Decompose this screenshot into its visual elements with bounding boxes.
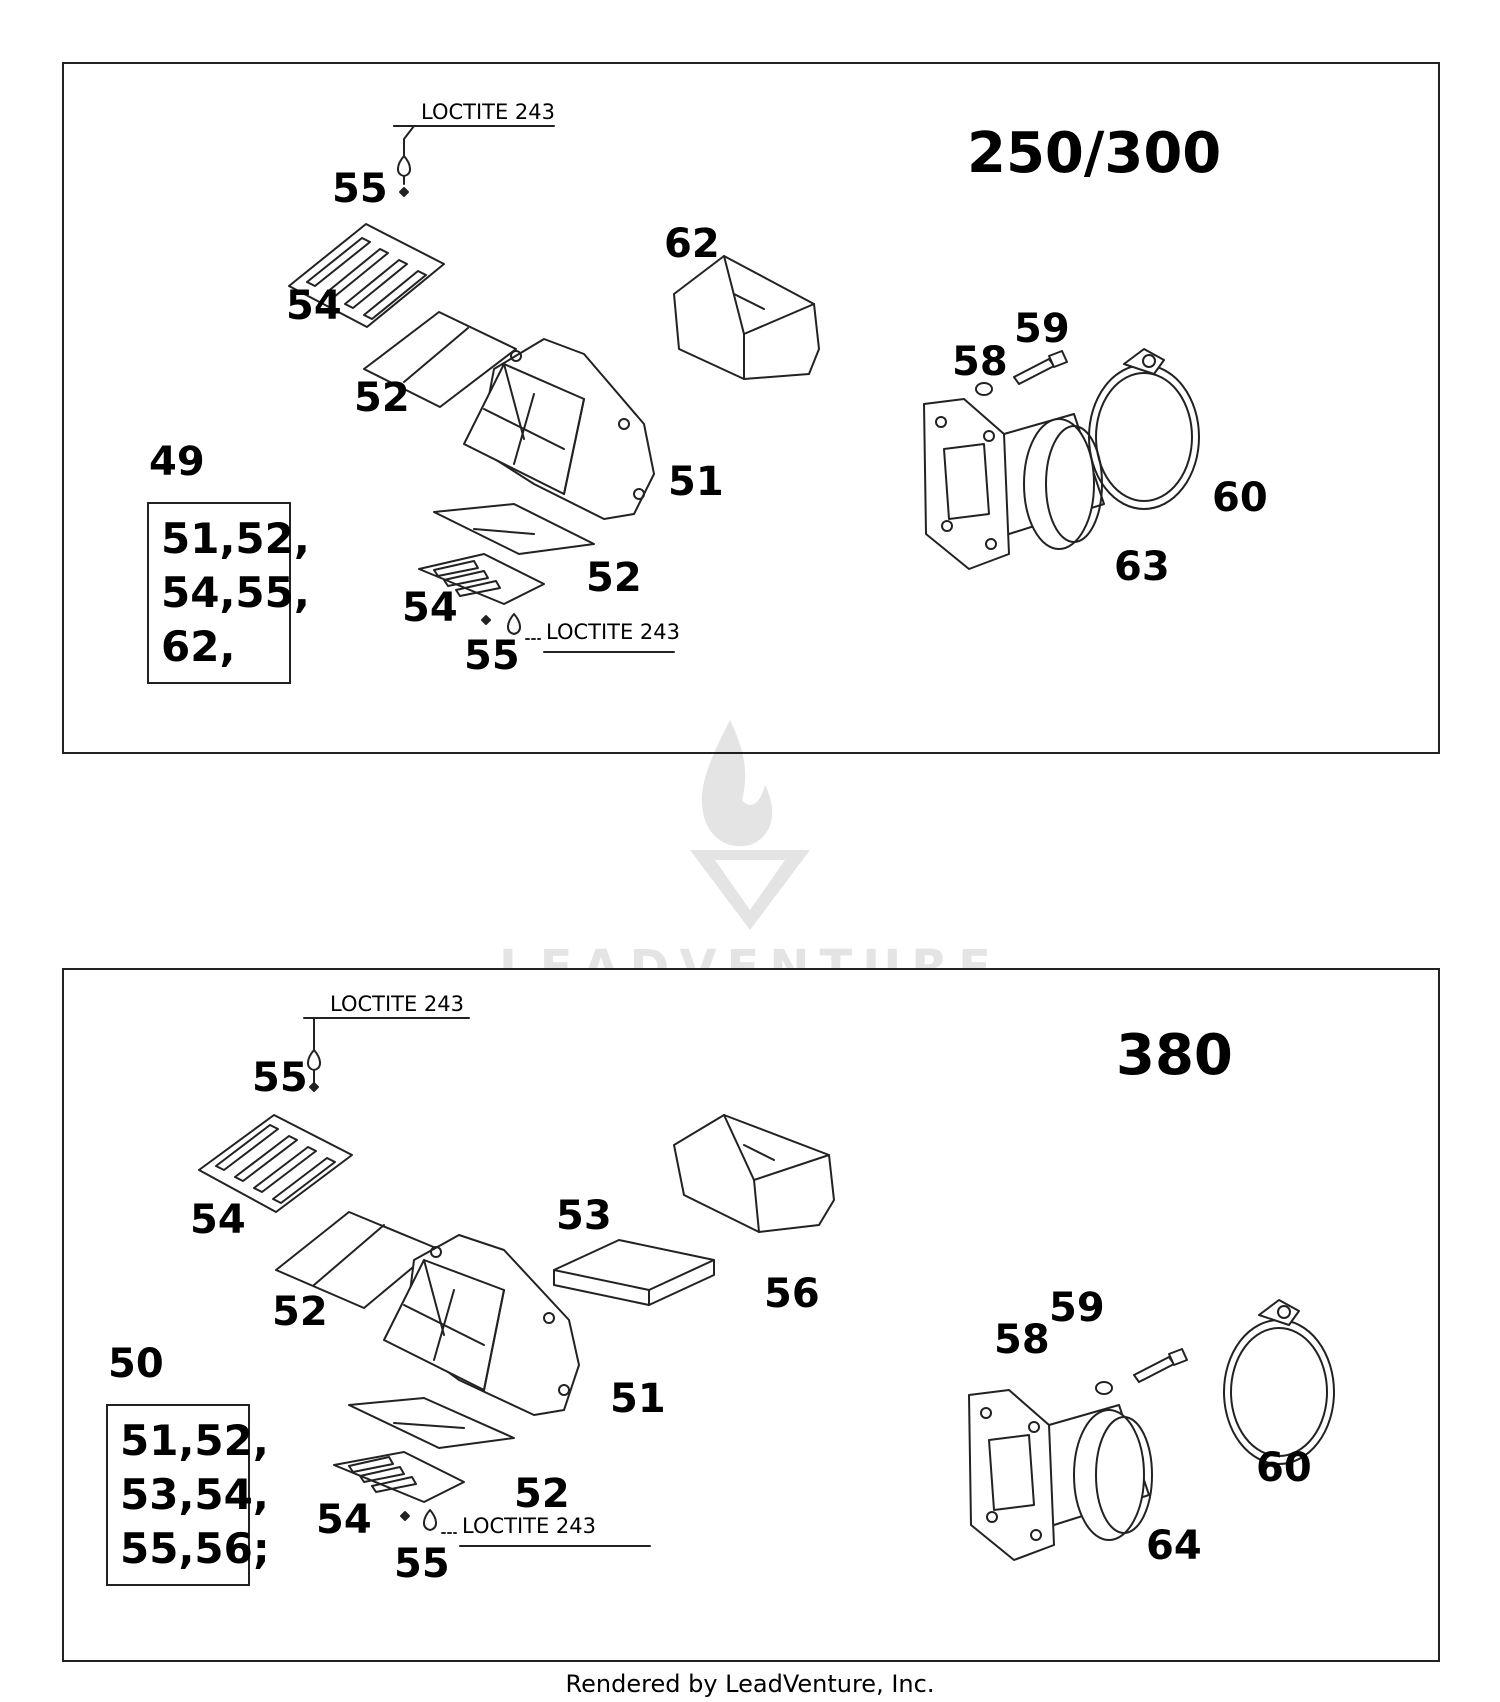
rendered-by-footer: Rendered by LeadVenture, Inc. — [565, 1670, 935, 1698]
intake-flange — [923, 398, 1105, 570]
kit-contents-box-49: 51,52, 54,55, 62, — [147, 502, 310, 684]
reed-petal-lower — [348, 1397, 515, 1449]
reed-spacer — [553, 1239, 715, 1306]
reed-plate-upper — [198, 1114, 353, 1213]
loctite-callout-upper — [393, 125, 555, 197]
hose-clamp — [1223, 1299, 1335, 1465]
part-label-screw-upper: 55 — [332, 166, 388, 212]
part-label-cover: 62 — [664, 221, 720, 267]
reed-petal-lower — [433, 503, 595, 555]
part-label-washer: 58 — [994, 1317, 1050, 1363]
part-label-reed-plate-upper: 54 — [190, 1197, 246, 1243]
part-label-screw-upper: 55 — [252, 1055, 308, 1101]
part-label-bolt: 59 — [1049, 1285, 1105, 1331]
kit-line: 54,55, — [161, 568, 310, 617]
part-label-body: 51 — [610, 1376, 666, 1422]
part-label-petal-upper: 52 — [354, 375, 410, 421]
reed-plate-lower — [418, 553, 545, 605]
part-label-cover: 56 — [764, 1271, 820, 1317]
part-label-screw-lower: 55 — [464, 633, 520, 679]
kit-line: 62, — [161, 622, 236, 671]
part-label-bolt: 59 — [1014, 306, 1070, 352]
hose-clamp — [1088, 348, 1200, 510]
part-label-reed-plate-lower: 54 — [402, 585, 458, 631]
washer-bolt — [1095, 1348, 1188, 1395]
part-label-washer: 58 — [952, 339, 1008, 385]
kit-line: 55,56; — [120, 1524, 270, 1573]
reed-cover — [673, 255, 820, 380]
part-label-petal-upper: 52 — [272, 1289, 328, 1335]
kit-contents-box-50: 51,52, 53,54, 55,56; — [106, 1404, 270, 1586]
loctite-note-upper: LOCTITE 243 — [330, 992, 465, 1016]
kit-line: 53,54, — [120, 1470, 269, 1519]
diagram-panel-380: LOCTITE 243 LOCTITE 243 380 55 54 52 53 … — [62, 968, 1440, 1662]
reed-plate-upper — [288, 223, 445, 328]
kit-line: 51,52, — [120, 1416, 269, 1465]
parts-drawing-380 — [198, 1017, 1335, 1561]
part-label-reed-plate-upper: 54 — [286, 283, 342, 329]
diagram-panel-250-300: LOCTITE 243 LOCTITE 243 250/300 55 54 52… — [62, 62, 1440, 754]
loctite-callout-lower — [400, 1509, 651, 1547]
part-label-flange: 64 — [1146, 1523, 1202, 1569]
kit-number-50: 50 — [108, 1341, 164, 1387]
parts-drawing-250-300 — [288, 125, 1200, 653]
part-label-flange: 63 — [1114, 544, 1170, 590]
part-label-clamp: 60 — [1212, 475, 1268, 521]
model-title-380: 380 — [1116, 1023, 1233, 1088]
part-label-petal-lower: 52 — [586, 555, 642, 601]
loctite-note-upper: LOCTITE 243 — [421, 100, 556, 124]
loctite-note-lower: LOCTITE 243 — [462, 1514, 597, 1538]
part-label-spacer: 53 — [556, 1193, 612, 1239]
reed-valve-body — [383, 1234, 580, 1416]
kit-line: 51,52, — [161, 514, 310, 563]
loctite-note-lower: LOCTITE 243 — [546, 620, 681, 644]
washer-bolt — [975, 350, 1068, 396]
intake-flange — [968, 1389, 1153, 1561]
loctite-callout-upper — [303, 1017, 470, 1092]
reed-valve-body — [463, 338, 655, 520]
kit-number-49: 49 — [149, 439, 205, 485]
reed-petal-upper — [363, 311, 517, 408]
model-title-250-300: 250/300 — [967, 121, 1222, 186]
part-label-body: 51 — [668, 459, 724, 505]
part-label-petal-lower: 52 — [514, 1471, 570, 1517]
part-label-reed-plate-lower: 54 — [316, 1497, 372, 1543]
part-label-screw-lower: 55 — [394, 1541, 450, 1587]
part-label-clamp: 60 — [1256, 1445, 1312, 1491]
reed-plate-lower — [333, 1451, 465, 1503]
reed-cover — [673, 1114, 835, 1233]
loctite-callout-lower — [481, 613, 675, 653]
